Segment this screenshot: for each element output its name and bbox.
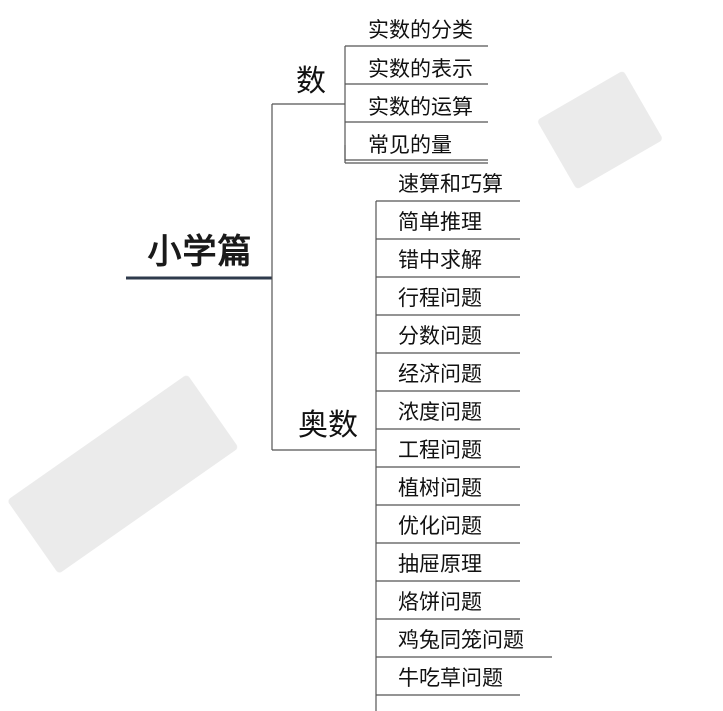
branch-label: 数 bbox=[296, 64, 326, 99]
branch-label: 奥数 bbox=[298, 408, 358, 443]
leaf-item: 实数的运算 bbox=[368, 95, 473, 119]
leaf-item: 经济问题 bbox=[398, 362, 482, 386]
leaf-item: 行程问题 bbox=[398, 286, 482, 310]
leaf-item: 速算和巧算 bbox=[398, 172, 503, 196]
leaf-item: 工程问题 bbox=[398, 438, 482, 462]
leaf-item: 分数问题 bbox=[398, 324, 482, 348]
leaf-item: 常见的量 bbox=[368, 133, 452, 157]
branch-shu: 数 bbox=[296, 62, 326, 102]
leaf-item: 错中求解 bbox=[398, 248, 482, 272]
leaf-item: 实数的表示 bbox=[368, 57, 473, 81]
leaf-item: 简单推理 bbox=[398, 210, 482, 234]
leaf-item: 烙饼问题 bbox=[398, 590, 482, 614]
root-node: 小学篇 bbox=[120, 222, 280, 274]
branch-aoshu: 奥数 bbox=[298, 406, 358, 446]
leaf-item: 抽屉原理 bbox=[398, 552, 482, 576]
root-label: 小学篇 bbox=[147, 231, 253, 272]
leaf-item: 优化问题 bbox=[398, 514, 482, 538]
leaf-item: 实数的分类 bbox=[368, 18, 473, 42]
leaf-item: 植树问题 bbox=[398, 476, 482, 500]
leaf-item: 牛吃草问题 bbox=[398, 666, 503, 690]
leaf-item: 浓度问题 bbox=[398, 400, 482, 424]
leaf-item: 鸡兔同笼问题 bbox=[398, 628, 524, 652]
